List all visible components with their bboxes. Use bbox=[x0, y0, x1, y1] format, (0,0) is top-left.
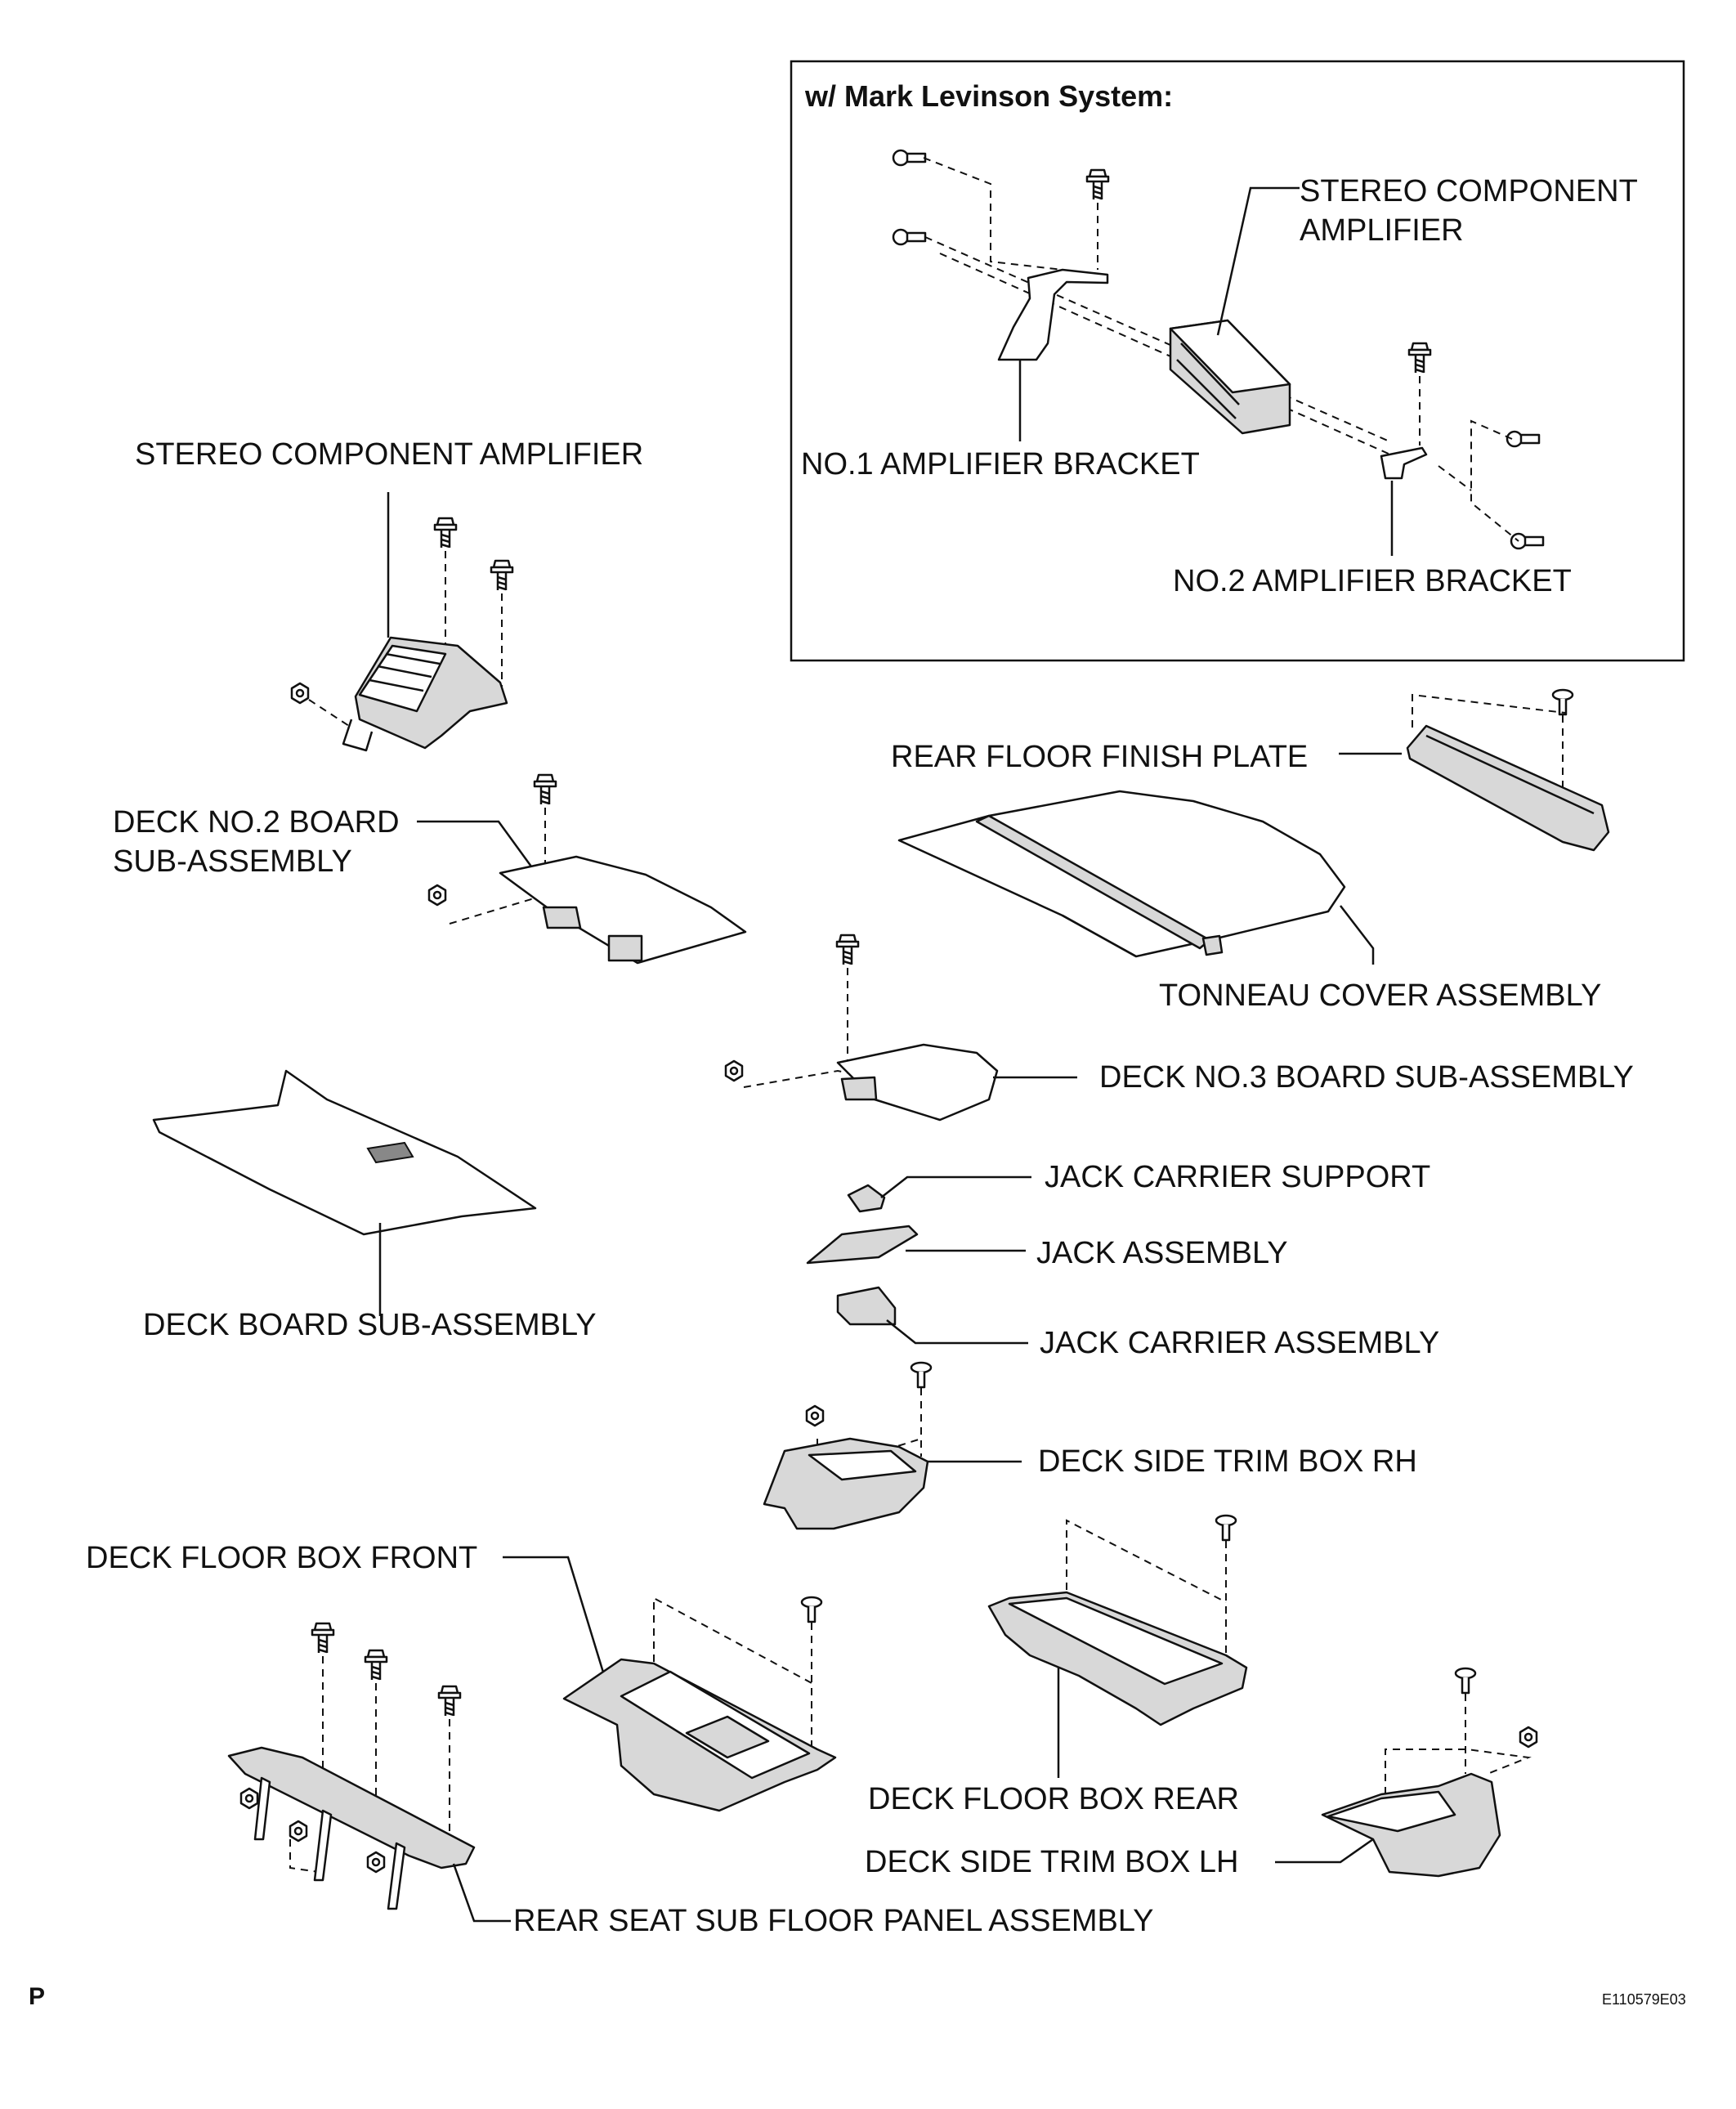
no1-amplifier-bracket-part bbox=[997, 268, 1109, 361]
nut-icon bbox=[427, 884, 447, 907]
deck-side-trim-rh-group: DECK SIDE TRIM BOX RH bbox=[763, 1361, 1417, 1530]
corner-letter: P bbox=[29, 1983, 45, 2010]
rear-floor-finish-plate-part bbox=[1406, 724, 1610, 852]
deck-board-group: DECK BOARD SUB-ASSEMBLY bbox=[143, 1069, 597, 1342]
jack-carrier-assembly-label: JACK CARRIER ASSEMBLY bbox=[1040, 1326, 1439, 1360]
bolt-icon bbox=[433, 517, 458, 549]
bolt-icon bbox=[1510, 532, 1545, 550]
rear-seat-sub-floor-label: REAR SEAT SUB FLOOR PANEL ASSEMBLY bbox=[513, 1904, 1153, 1938]
inset-title: w/ Mark Levinson System: bbox=[804, 79, 1173, 113]
deck-no3-label: DECK NO.3 BOARD SUB-ASSEMBLY bbox=[1099, 1060, 1634, 1095]
jack-group: JACK CARRIER SUPPORT JACK ASSEMBLY JACK … bbox=[806, 1160, 1439, 1360]
jack-carrier-support-part bbox=[847, 1184, 886, 1213]
bolt-icon bbox=[1407, 342, 1432, 374]
clip-icon bbox=[1551, 688, 1574, 716]
deck-floor-box-rear-group: DECK FLOOR BOX REAR bbox=[868, 1514, 1248, 1816]
bolt-icon bbox=[835, 934, 860, 966]
deck-board-part bbox=[152, 1069, 537, 1236]
nut-icon bbox=[805, 1404, 825, 1427]
bolt-icon bbox=[364, 1649, 388, 1681]
no2-amplifier-bracket-part bbox=[1380, 446, 1428, 480]
nut-icon bbox=[366, 1851, 386, 1874]
inset-amp-label-line1: STEREO COMPONENT bbox=[1300, 174, 1638, 208]
clip-icon bbox=[1454, 1667, 1477, 1695]
stereo-component-amplifier-group: STEREO COMPONENT AMPLIFIER bbox=[135, 437, 643, 752]
deck-side-trim-lh-group: DECK SIDE TRIM BOX LH bbox=[865, 1667, 1538, 1879]
deck-no3-board-group: DECK NO.3 BOARD SUB-ASSEMBLY bbox=[724, 934, 1634, 1122]
deck-side-trim-lh-label: DECK SIDE TRIM BOX LH bbox=[865, 1845, 1239, 1879]
nut-icon bbox=[1519, 1726, 1538, 1749]
no1-bracket-label: NO.1 AMPLIFIER BRACKET bbox=[801, 447, 1200, 481]
deck-no2-label-line1: DECK NO.2 BOARD bbox=[113, 805, 400, 840]
tonneau-cover-group: TONNEAU COVER ASSEMBLY bbox=[897, 790, 1601, 1013]
bolt-icon bbox=[892, 149, 927, 167]
rear-seat-sub-floor-panel-part bbox=[227, 1746, 476, 1869]
mark-levinson-inset: w/ Mark Levinson System: STEREO COMPONEN… bbox=[790, 60, 1685, 662]
deck-no3-board-part bbox=[836, 1043, 999, 1122]
tonneau-cover-label: TONNEAU COVER ASSEMBLY bbox=[1159, 978, 1601, 1013]
tonneau-cover-part bbox=[897, 790, 1346, 958]
deck-floor-box-front-group: DECK FLOOR BOX FRONT bbox=[86, 1541, 837, 1812]
deck-no2-board-group: DECK NO.2 BOARD SUB-ASSEMBLY bbox=[113, 773, 747, 965]
nut-icon bbox=[239, 1787, 259, 1810]
rear-floor-finish-plate-label: REAR FLOOR FINISH PLATE bbox=[891, 740, 1308, 774]
bolt-icon bbox=[533, 773, 557, 806]
no2-bracket-label: NO.2 AMPLIFIER BRACKET bbox=[1173, 564, 1572, 598]
rear-floor-finish-plate-group: REAR FLOOR FINISH PLATE bbox=[891, 688, 1610, 852]
inset-amp-label-line2: AMPLIFIER bbox=[1300, 213, 1464, 248]
stereo-amp-label: STEREO COMPONENT AMPLIFIER bbox=[135, 437, 643, 472]
clip-icon bbox=[910, 1361, 933, 1389]
jack-assembly-part bbox=[806, 1225, 919, 1265]
nut-icon bbox=[724, 1059, 744, 1082]
clip-icon bbox=[800, 1596, 823, 1623]
stereo-amplifier-part bbox=[342, 636, 508, 752]
nut-icon bbox=[289, 1820, 308, 1843]
bolt-icon bbox=[311, 1622, 335, 1655]
jack-carrier-support-label: JACK CARRIER SUPPORT bbox=[1045, 1160, 1430, 1194]
bolt-icon bbox=[490, 559, 514, 592]
figure-code: E110579E03 bbox=[1602, 1991, 1686, 2008]
deck-floor-box-front-label: DECK FLOOR BOX FRONT bbox=[86, 1541, 477, 1575]
bolt-icon bbox=[1085, 168, 1110, 201]
deck-no2-label-line2: SUB-ASSEMBLY bbox=[113, 844, 352, 879]
nut-icon bbox=[290, 682, 310, 705]
rear-seat-sub-floor-group: REAR SEAT SUB FLOOR PANEL ASSEMBLY bbox=[227, 1622, 1153, 1938]
deck-floor-box-rear-label: DECK FLOOR BOX REAR bbox=[868, 1782, 1239, 1816]
inset-amplifier-part bbox=[1169, 319, 1291, 435]
clip-icon bbox=[1215, 1514, 1237, 1542]
jack-assembly-label: JACK ASSEMBLY bbox=[1036, 1236, 1288, 1270]
deck-side-trim-rh-label: DECK SIDE TRIM BOX RH bbox=[1038, 1444, 1417, 1479]
inset-frame bbox=[790, 60, 1685, 662]
bolt-icon bbox=[892, 228, 927, 246]
jack-carrier-assembly-part bbox=[836, 1286, 897, 1326]
deck-board-label: DECK BOARD SUB-ASSEMBLY bbox=[143, 1308, 597, 1342]
bolt-icon bbox=[437, 1685, 462, 1717]
